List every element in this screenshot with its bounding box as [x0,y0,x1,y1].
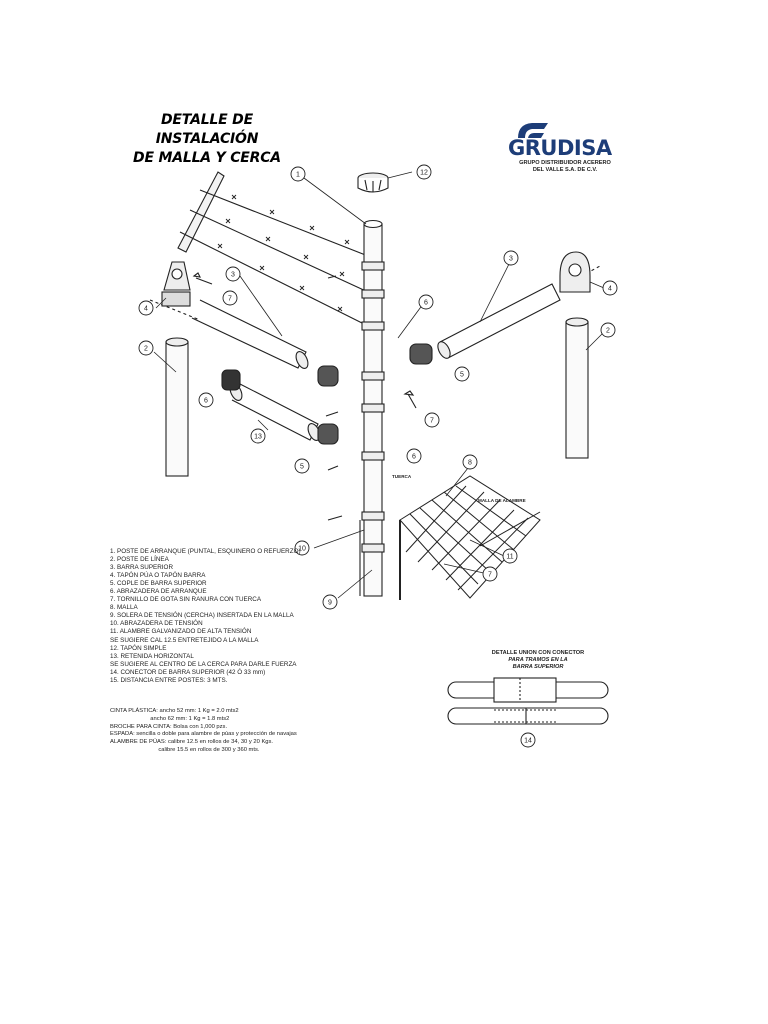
legend-item: SE SUGIERE CAL 12.5 ENTRETEJIDO A LA MAL… [110,636,259,644]
callout-1: 1 [290,166,306,182]
callout-2-left: 2 [138,340,154,356]
legend-item: 12. TAPÓN SIMPLE [110,644,167,652]
callout-11: 11 [502,548,518,564]
svg-text:5: 5 [460,372,464,379]
svg-text:2: 2 [144,346,148,353]
note-line: BROCHE PARA CINTA: Bolsa con 1,000 pzs. [110,723,228,730]
svg-text:1: 1 [296,172,300,179]
callout-7-b: 7 [424,412,440,428]
label-tuerca: TUERCA [392,474,412,479]
svg-text:7: 7 [430,418,434,425]
legend-item: 2. POSTE DE LÍNEA [110,556,169,564]
coupler-a [221,369,241,391]
svg-text:3: 3 [231,272,235,279]
top-rail-left [149,299,309,369]
parts-legend: 1. POSTE DE ARRANQUE (PUNTAL, ESQUINERO … [110,548,340,685]
svg-text:2: 2 [606,328,610,335]
note-line: CINTA PLÁSTICA: ancho 52 mm: 1 Kg = 2.0 … [110,708,239,714]
coupler-b [317,365,339,387]
legend-item: SE SUGIERE AL CENTRO DE LA CERCA PARA DA… [110,660,297,668]
legend-item: 10. ABRAZADERA DE TENSIÓN [110,620,203,628]
legend-item: 14. CONECTOR DE BARRA SUPERIOR (42 Ó 33 … [110,668,266,676]
svg-text:13: 13 [254,434,262,441]
callout-3-left: 3 [225,266,241,282]
legend-item: 11. ALAMBRE GALVANIZADO DE ALTA TENSIÓN [110,628,252,636]
horizontal-brace [229,383,321,441]
callout-4-right: 4 [602,280,618,296]
note-line: ALAMBRE DE PÚAS: calibre 12.5 en rollos … [110,739,274,746]
svg-text:12: 12 [420,170,428,177]
connector-detail-caption: DETALLE UNION CON CONECTOR PARA TRAMOS E… [491,650,585,670]
title-line-1: DETALLE DE INSTALACIÓN [155,112,259,147]
company-logo: GRUDISA GRUPO DISTRIBUIDOR ACERERO DEL V… [508,118,628,178]
logo-mark-icon [518,123,548,138]
terminal-post [359,219,385,597]
line-post-right [565,317,589,459]
callout-6-a: 6 [418,294,434,310]
callout-8: 8 [462,454,478,470]
callout-13: 13 [250,428,266,444]
note-line: calibre 15.5 en rollos de 300 y 360 mts. [110,746,260,753]
callout-5-a: 5 [454,366,470,382]
connector-detail [447,677,609,725]
label-malla-de-alambre: MALLA DE ALAMBRE [478,498,526,503]
svg-text:10: 10 [298,546,306,553]
svg-text:6: 6 [412,454,416,461]
svg-text:4: 4 [608,286,612,293]
svg-text:14: 14 [524,738,532,745]
material-notes: CINTA PLÁSTICA: ancho 52 mm: 1 Kg = 2.0 … [110,708,350,755]
logo-wordmark: GRUDISA [508,136,612,160]
svg-text:7: 7 [228,296,232,303]
callout-2-right: 2 [600,322,616,338]
svg-text:3: 3 [509,256,513,263]
line-post-left [165,337,189,477]
simple-cap [357,172,389,193]
coupler-d [409,343,433,365]
svg-text:11: 11 [506,554,513,561]
callout-4-left: 4 [138,300,154,316]
legend-item: 5. COPLE DE BARRA SUPERIOR [110,580,207,588]
callout-12: 12 [416,164,432,180]
loop-cap-left [161,261,191,307]
svg-text:6: 6 [204,398,208,405]
callout-10: 10 [294,540,310,556]
callout-9: 9 [322,594,338,610]
barbed-wire-arm [177,171,369,327]
callout-7-c: 7 [482,566,498,582]
svg-text:9: 9 [328,600,332,607]
legend-item: 9. SOLERA DE TENSIÓN (CERCHA) INSERTADA … [110,612,294,620]
loop-cap-right [559,251,591,293]
legend-item: 1. POSTE DE ARRANQUE (PUNTAL, ESQUINERO … [110,548,301,555]
legend-item: 13. RETENIDA HORIZONTAL [110,652,194,660]
legend-item: 3. BARRA SUPERIOR [110,564,173,572]
svg-text:8: 8 [468,460,472,467]
chain-link-mesh [399,475,541,600]
note-line: ESPADA: sencilla o doble para alambre de… [110,731,297,738]
legend-item: 6. ABRAZADERA DE ARRANQUE [110,588,207,596]
callout-7-a: 7 [222,290,238,306]
coupler-c [317,423,339,445]
callout-3-right: 3 [503,250,519,266]
legend-item: 4. TAPÓN PÚA O TAPÓN BARRA [110,572,206,580]
legend-item: 7. TORNILLO DE GOTA SIN RANURA CON TUERC… [110,596,262,604]
title-line-2: DE MALLA Y CERCA [133,150,281,166]
callout-14: 14 [520,732,536,748]
svg-text:6: 6 [424,300,428,307]
callout-6-b: 6 [198,392,214,408]
logo-subtitle: GRUPO DISTRIBUIDOR ACERERO DEL VALLE S.A… [519,160,611,173]
callout-6-c: 6 [406,448,422,464]
diagram-title: DETALLE DE INSTALACIÓN DE MALLA Y CERCA [112,111,302,168]
svg-text:7: 7 [488,572,492,579]
legend-item: 15. DISTANCIA ENTRE POSTES: 3 MTS. [110,676,228,684]
carriage-bolts [192,272,417,521]
svg-text:4: 4 [144,306,148,313]
top-rail-right [437,265,601,359]
svg-text:5: 5 [300,464,304,471]
legend-item: 8. MALLA [110,604,138,612]
callout-leaders [153,171,605,599]
note-line: ancho 62 mm: 1 Kg = 1.8 mts2 [110,715,230,722]
callout-5-b: 5 [294,458,310,474]
